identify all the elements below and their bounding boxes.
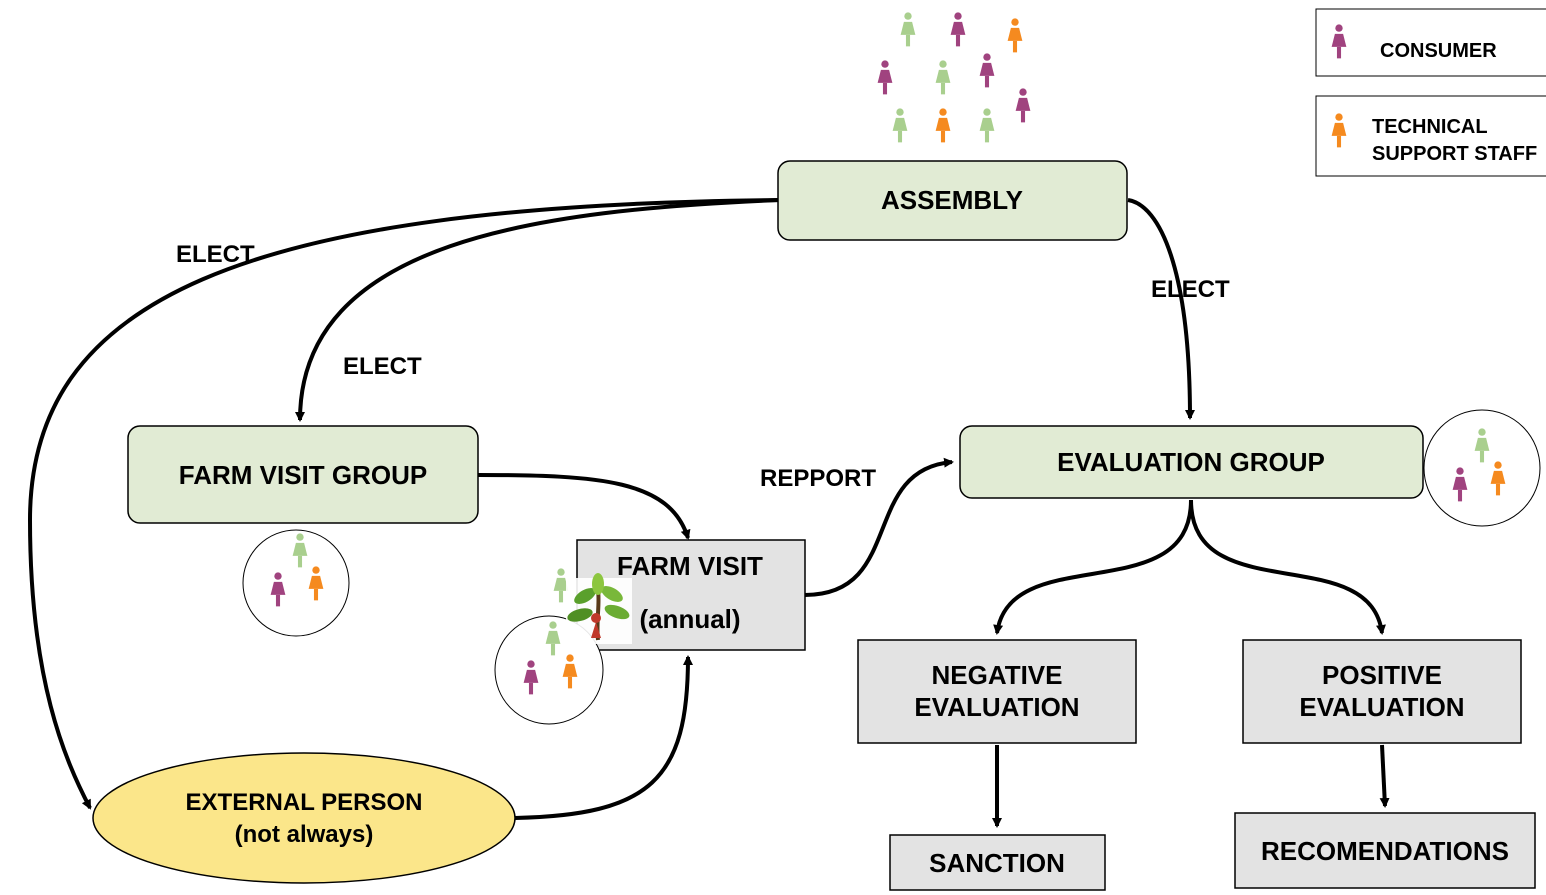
node-farm-visit: FARM VISIT (annual)	[576, 539, 806, 651]
edge-assembly-to-farm-visit-group	[295, 198, 781, 422]
edge-positive-to-recommendations	[1379, 744, 1390, 808]
person-icon	[877, 60, 893, 95]
person-icon	[935, 108, 951, 143]
negative-evaluation-line2: EVALUATION	[914, 692, 1079, 722]
node-assembly: ASSEMBLY	[777, 160, 1128, 241]
node-external-person: EXTERNAL PERSON (not always)	[92, 752, 516, 884]
edge-external-to-farm-visit	[514, 655, 693, 820]
person-icon	[892, 108, 908, 143]
positive-evaluation-line1: POSITIVE	[1322, 660, 1442, 690]
assembly-label: ASSEMBLY	[881, 185, 1023, 215]
edge-label-report: REPPORT	[760, 465, 876, 492]
edge-evaluation-to-negative	[993, 499, 1193, 635]
node-recommendations: RECOMENDATIONS	[1234, 812, 1536, 889]
farm-visit-label: FARM VISIT	[617, 551, 763, 581]
evaluation-group-label: EVALUATION GROUP	[1057, 447, 1325, 477]
farm-visit-sublabel: (annual)	[639, 604, 740, 634]
farm-visit-group-members	[242, 529, 350, 637]
node-farm-visit-group: FARM VISIT GROUP	[127, 425, 479, 524]
edge-assembly-to-evaluation-group	[1127, 198, 1195, 420]
edge-evaluation-to-positive	[1189, 499, 1386, 635]
edges	[27, 198, 1390, 828]
legend-consumer-label: CONSUMER	[1380, 40, 1497, 62]
plant-icon	[566, 573, 632, 644]
node-evaluation-group: EVALUATION GROUP	[959, 425, 1424, 499]
assembly-crowd	[877, 12, 1031, 143]
negative-evaluation-line1: NEGATIVE	[932, 660, 1063, 690]
node-negative-evaluation: NEGATIVE EVALUATION	[857, 639, 1137, 744]
positive-evaluation-line2: EVALUATION	[1299, 692, 1464, 722]
person-icon	[950, 12, 966, 47]
person-icon	[1007, 18, 1023, 53]
person-icon	[900, 12, 916, 47]
edge-label-elect-farm-visit-group: ELECT	[343, 353, 422, 380]
recommendations-label: RECOMENDATIONS	[1261, 836, 1509, 866]
person-icon	[1015, 88, 1031, 123]
legend-technical-staff: TECHNICAL SUPPORT STAFF	[1315, 95, 1546, 177]
edge-farm-visit-to-evaluation-group	[804, 457, 954, 597]
person-icon	[979, 108, 995, 143]
edge-label-elect-external: ELECT	[176, 241, 255, 268]
external-person-label: EXTERNAL PERSON	[186, 789, 423, 816]
sanction-label: SANCTION	[929, 848, 1065, 878]
legend-consumer: CONSUMER	[1315, 8, 1546, 77]
edge-assembly-to-external	[27, 198, 781, 810]
node-sanction: SANCTION	[889, 834, 1106, 891]
farm-visit-group-label: FARM VISIT GROUP	[179, 460, 427, 490]
evaluation-group-members	[1423, 409, 1541, 527]
edge-label-elect-evaluation-group: ELECT	[1151, 276, 1230, 303]
legend: CONSUMER TECHNICAL SUPPORT STAFF	[1315, 8, 1546, 177]
edge-farm-visit-group-to-farm-visit	[477, 473, 691, 540]
person-icon	[935, 60, 951, 95]
farm-visit-members	[494, 568, 632, 725]
legend-technical-line1: TECHNICAL	[1372, 116, 1488, 138]
person-icon	[979, 53, 995, 88]
external-person-sublabel: (not always)	[235, 821, 374, 848]
legend-technical-line2: SUPPORT STAFF	[1372, 143, 1537, 165]
node-positive-evaluation: POSITIVE EVALUATION	[1242, 639, 1522, 744]
